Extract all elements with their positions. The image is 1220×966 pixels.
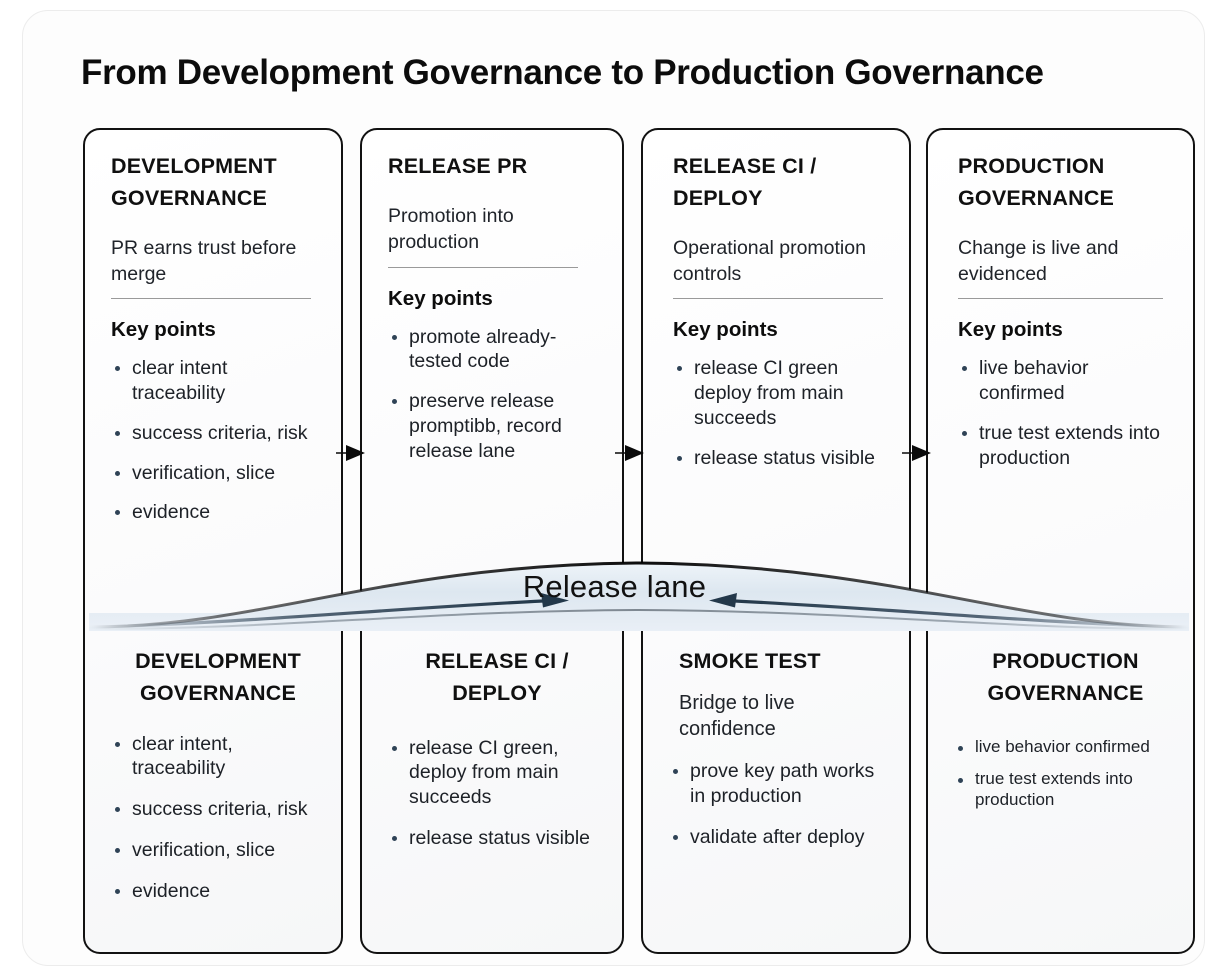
column-card-release-ci-deploy: RELEASE CI / DEPLOY Operational promotio… xyxy=(641,128,911,954)
list-item: verification, slice xyxy=(111,838,325,863)
list-item: success criteria, risk xyxy=(111,421,319,446)
keypoints-list: prove key path works in production valid… xyxy=(669,759,893,849)
diagram-canvas: From Development Governance to Productio… xyxy=(22,10,1205,966)
card-top-section: RELEASE CI / DEPLOY Operational promotio… xyxy=(643,130,909,485)
list-item: promote already-tested code xyxy=(388,325,600,375)
card-title: PRODUCTION GOVERNANCE xyxy=(958,154,1115,210)
card-bottom-section: DEVELOPMENT GOVERNANCE clear intent, tra… xyxy=(85,646,341,919)
list-item: evidence xyxy=(111,500,319,525)
keypoints-label: Key points xyxy=(388,286,493,310)
card-subtitle: PR earns trust before merge xyxy=(111,236,297,285)
list-item: live behavior confirmed xyxy=(958,356,1171,406)
card-top-section: PRODUCTION GOVERNANCE Change is live and… xyxy=(928,130,1193,485)
card-bottom-section: RELEASE CI / DEPLOY release CI green, de… xyxy=(362,646,622,867)
keypoints-list: clear intent, traceability success crite… xyxy=(111,732,325,904)
list-item: true test extends into production xyxy=(958,421,1171,471)
keypoints-label: Key points xyxy=(111,318,216,342)
arrow-release-pr-to-ci-icon xyxy=(615,441,645,465)
list-item: prove key path works in production xyxy=(669,759,893,809)
list-item: evidence xyxy=(111,879,325,904)
card-subtitle: Operational promotion controls xyxy=(673,236,866,285)
card-top-section: RELEASE PR Promotion into production Key… xyxy=(362,130,622,478)
list-item: clear intent traceability xyxy=(111,356,319,406)
card-title: RELEASE PR xyxy=(388,154,528,178)
column-card-release-pr: RELEASE PR Promotion into production Key… xyxy=(360,128,624,954)
card-bottom-section: SMOKE TEST Bridge to live confidence pro… xyxy=(643,646,909,865)
list-item: verification, slice xyxy=(111,461,319,486)
keypoints-list: live behavior confirmed true test extend… xyxy=(958,356,1171,470)
list-item: validate after deploy xyxy=(669,825,893,850)
release-lane-label: Release lane xyxy=(522,569,707,604)
card-title: RELEASE CI / DEPLOY xyxy=(673,154,817,210)
card-title: SMOKE TEST xyxy=(679,649,821,673)
list-item: preserve release promptibb, record relea… xyxy=(388,389,600,463)
keypoints-list: promote already-tested code preserve rel… xyxy=(388,325,600,464)
card-top-section: DEVELOPMENT GOVERNANCE PR earns trust be… xyxy=(85,130,341,540)
divider xyxy=(673,298,883,300)
keypoints-list: live behavior confirmed true test extend… xyxy=(954,736,1177,811)
divider xyxy=(958,298,1163,300)
card-title: DEVELOPMENT GOVERNANCE xyxy=(135,649,301,705)
card-bottom-section: PRODUCTION GOVERNANCE live behavior conf… xyxy=(928,646,1193,821)
card-subtitle: Change is live and evidenced xyxy=(958,236,1119,285)
list-item: clear intent, traceability xyxy=(111,732,325,782)
card-subtitle: Promotion into production xyxy=(388,204,514,253)
list-item: release status visible xyxy=(673,446,887,471)
keypoints-list: release CI green, deploy from main succe… xyxy=(388,736,606,851)
divider xyxy=(111,298,311,300)
card-subtitle: Bridge to live confidence xyxy=(679,691,795,741)
list-item: release CI green deploy from main succee… xyxy=(673,356,887,430)
keypoints-list: release CI green deploy from main succee… xyxy=(673,356,887,470)
keypoints-label: Key points xyxy=(958,318,1063,342)
arrow-ci-to-production-icon xyxy=(902,441,932,465)
list-item: live behavior confirmed xyxy=(954,736,1177,757)
list-item: true test extends into production xyxy=(954,768,1177,811)
column-card-development-governance: DEVELOPMENT GOVERNANCE PR earns trust be… xyxy=(83,128,343,954)
card-title: RELEASE CI / DEPLOY xyxy=(425,649,569,705)
divider xyxy=(388,266,578,268)
card-title: PRODUCTION GOVERNANCE xyxy=(987,649,1144,705)
keypoints-list: clear intent traceability success criter… xyxy=(111,356,319,525)
list-item: release status visible xyxy=(388,826,606,851)
keypoints-label: Key points xyxy=(673,318,778,342)
page-title: From Development Governance to Productio… xyxy=(81,53,1044,92)
list-item: success criteria, risk xyxy=(111,797,325,822)
arrow-dev-to-release-pr-icon xyxy=(336,441,366,465)
card-title: DEVELOPMENT GOVERNANCE xyxy=(111,154,277,210)
list-item: release CI green, deploy from main succe… xyxy=(388,736,606,810)
column-card-production-governance: PRODUCTION GOVERNANCE Change is live and… xyxy=(926,128,1195,954)
